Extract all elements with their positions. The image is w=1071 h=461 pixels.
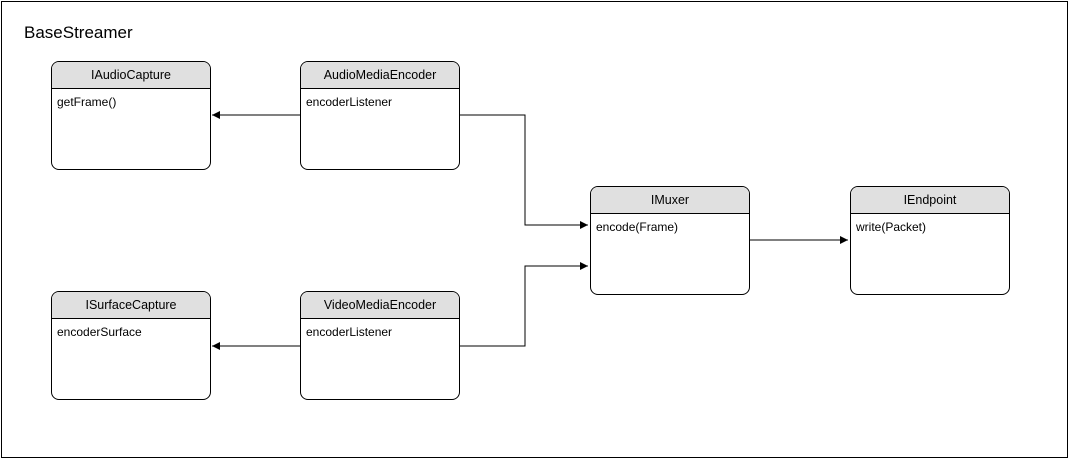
edge-video-encoder-to-muxer bbox=[460, 262, 588, 347]
node-endpoint-name: IEndpoint bbox=[851, 187, 1009, 214]
node-surface-capture-name: ISurfaceCapture bbox=[52, 292, 210, 319]
node-audio-encoder-member: encoderListener bbox=[306, 95, 393, 109]
diagram-title: BaseStreamer bbox=[24, 23, 133, 42]
node-endpoint-member: write(Packet) bbox=[856, 220, 927, 234]
node-endpoint: IEndpoint write(Packet) bbox=[850, 186, 1010, 295]
node-video-encoder-member: encoderListener bbox=[306, 325, 393, 339]
node-audio-capture: IAudioCapture getFrame() bbox=[51, 61, 211, 170]
node-muxer: IMuxer encode(Frame) bbox=[590, 186, 750, 295]
node-surface-capture: ISurfaceCapture encoderSurface bbox=[51, 291, 211, 400]
node-audio-encoder-name: AudioMediaEncoder bbox=[301, 62, 459, 89]
node-muxer-member: encode(Frame) bbox=[596, 220, 679, 234]
node-video-encoder-name: VideoMediaEncoder bbox=[301, 292, 459, 319]
node-video-encoder: VideoMediaEncoder encoderListener bbox=[300, 291, 460, 400]
edge-audio-encoder-to-muxer bbox=[460, 114, 588, 229]
node-audio-encoder: AudioMediaEncoder encoderListener bbox=[300, 61, 460, 170]
node-surface-capture-member: encoderSurface bbox=[57, 325, 142, 339]
node-audio-capture-member: getFrame() bbox=[57, 95, 117, 109]
node-muxer-name: IMuxer bbox=[591, 187, 749, 214]
node-audio-capture-name: IAudioCapture bbox=[52, 62, 210, 89]
